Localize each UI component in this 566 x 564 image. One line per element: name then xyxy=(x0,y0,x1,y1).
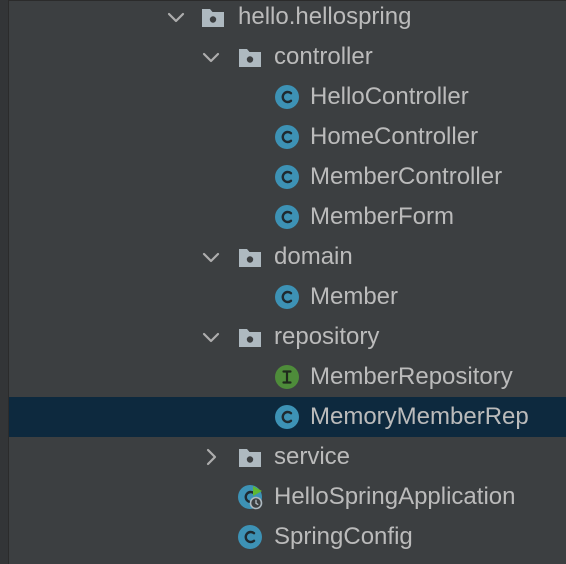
tree-row-hellospringapplication[interactable]: HelloSpringApplication xyxy=(9,477,566,517)
vertical-scrollbar[interactable] xyxy=(562,0,566,564)
tree-label: SpringConfig xyxy=(274,523,413,550)
panel-top-border xyxy=(0,0,566,1)
chevron-down-icon[interactable] xyxy=(164,5,188,29)
tree-row-hello-hellospring[interactable]: hello.hellospring xyxy=(9,0,566,37)
tree-label: repository xyxy=(274,323,380,350)
tree-label: MemberController xyxy=(310,163,503,190)
tree-row-hellocontroller[interactable]: HelloController xyxy=(9,77,566,117)
class-icon xyxy=(238,525,262,549)
tree-gutter xyxy=(0,0,9,564)
tree-row-domain[interactable]: domain xyxy=(9,237,566,277)
class-icon xyxy=(275,165,299,189)
tree-row-controller[interactable]: controller xyxy=(9,37,566,77)
tree-label: HelloSpringApplication xyxy=(274,483,516,510)
tree-label: MemoryMemberRep xyxy=(310,403,529,430)
tree-row-member[interactable]: Member xyxy=(9,277,566,317)
tree-row-memorymemberrepository[interactable]: MemoryMemberRep xyxy=(9,397,566,437)
tree-row-memberrepository[interactable]: MemberRepository xyxy=(9,357,566,397)
package-folder-icon xyxy=(239,49,261,67)
tree-label: domain xyxy=(274,243,353,270)
chevron-down-icon[interactable] xyxy=(199,45,223,69)
tree-label: controller xyxy=(274,43,373,70)
package-folder-icon xyxy=(239,449,261,467)
chevron-down-icon[interactable] xyxy=(199,245,223,269)
package-folder-icon xyxy=(239,329,261,347)
class-icon xyxy=(275,405,299,429)
tree-row-memberform[interactable]: MemberForm xyxy=(9,197,566,237)
chevron-down-icon[interactable] xyxy=(199,325,223,349)
tree-row-membercontroller[interactable]: MemberController xyxy=(9,157,566,197)
interface-icon xyxy=(275,365,299,389)
package-folder-icon xyxy=(202,9,224,27)
chevron-right-icon[interactable] xyxy=(199,445,223,469)
tree-label: MemberForm xyxy=(310,203,455,230)
tree-label: service xyxy=(274,443,351,470)
tree-row-service[interactable]: service xyxy=(9,437,566,477)
tree-row-homecontroller[interactable]: HomeController xyxy=(9,117,566,157)
tree-label: HelloController xyxy=(310,83,469,110)
class-icon xyxy=(275,205,299,229)
package-folder-icon xyxy=(239,249,261,267)
tree-label: HomeController xyxy=(310,123,479,150)
class-icon xyxy=(275,85,299,109)
tree-row-springconfig[interactable]: SpringConfig xyxy=(9,517,566,557)
tree-label: MemberRepository xyxy=(310,363,513,390)
tree-row-repository[interactable]: repository xyxy=(9,317,566,357)
tree-label: hello.hellospring xyxy=(238,3,412,30)
tree-label: Member xyxy=(310,283,399,310)
class-icon xyxy=(275,285,299,309)
spring-application-class-icon xyxy=(238,485,263,510)
class-icon xyxy=(275,125,299,149)
